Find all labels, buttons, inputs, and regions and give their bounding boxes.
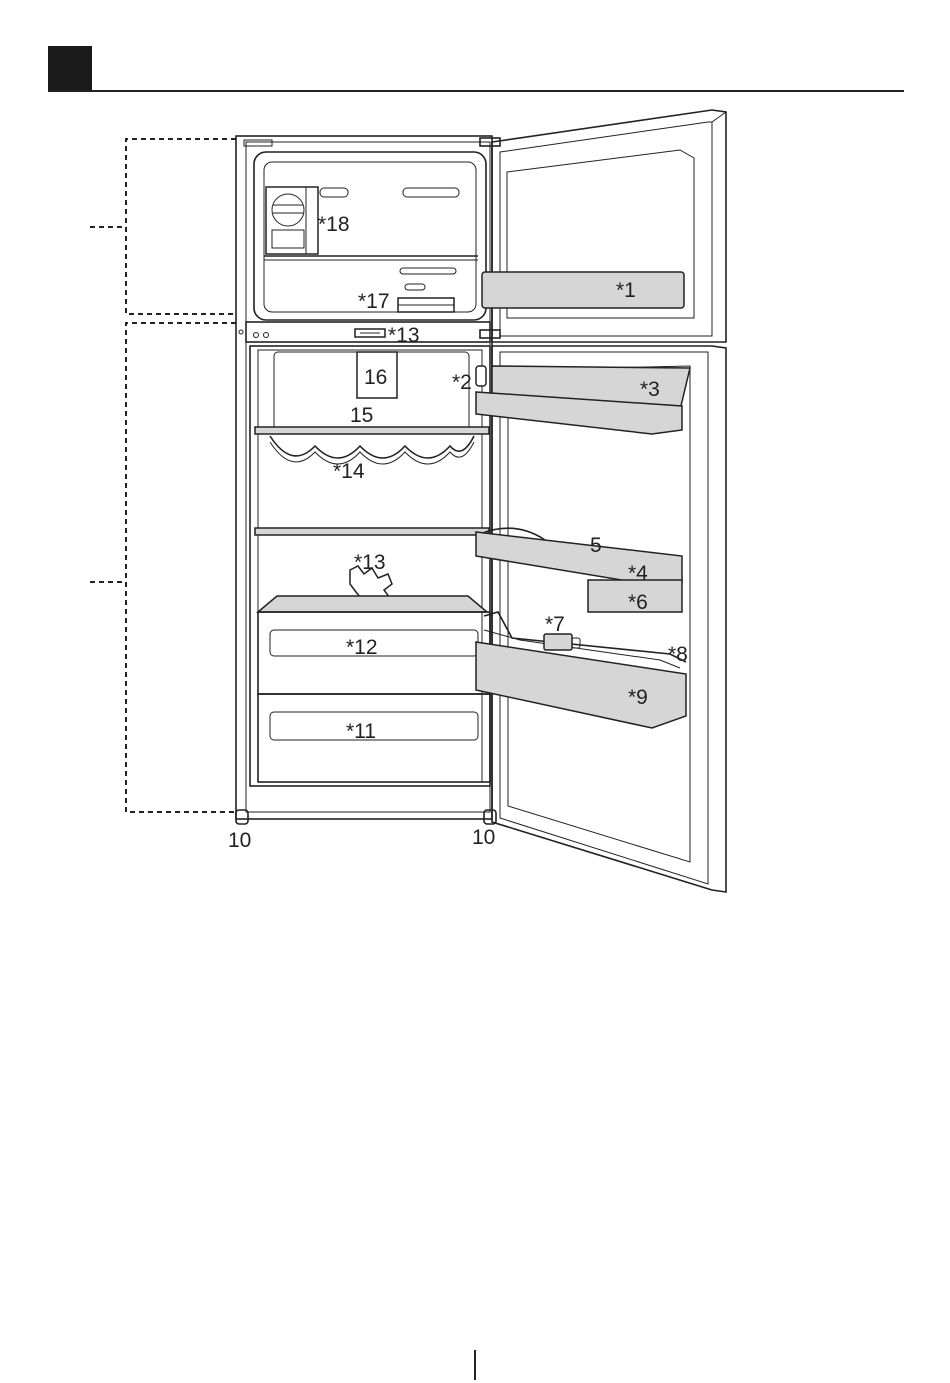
label-15: 15 xyxy=(350,404,373,427)
fridge-bracket xyxy=(90,323,236,812)
label-12: *12 xyxy=(346,636,378,659)
label-7: *7 xyxy=(545,613,565,636)
freezer-light-cover xyxy=(398,298,454,312)
label-13-bottom: *13 xyxy=(354,551,386,574)
label-17: *17 xyxy=(358,290,390,313)
label-2: *2 xyxy=(452,371,472,394)
freezer-bracket xyxy=(90,139,236,314)
label-10-right: 10 xyxy=(472,826,495,849)
glass-shelf xyxy=(255,528,489,535)
label-3: *3 xyxy=(640,378,660,401)
label-14: *14 xyxy=(333,460,365,483)
label-10-left: 10 xyxy=(228,829,251,852)
label-4: *4 xyxy=(628,562,648,585)
label-1: *1 xyxy=(616,279,636,302)
label-16: 16 xyxy=(364,366,387,389)
label-18: *18 xyxy=(318,213,350,236)
section-header-block xyxy=(48,46,92,91)
glass-shelf-wine-rack xyxy=(255,427,489,464)
label-6: *6 xyxy=(628,591,648,614)
freezer-door-shelf xyxy=(482,272,684,308)
crisper-cover xyxy=(258,596,487,612)
control-strip xyxy=(246,322,490,342)
label-5: 5 xyxy=(590,534,602,557)
label-13-top: *13 xyxy=(388,324,420,347)
door-light-switch xyxy=(476,366,486,386)
ice-maker xyxy=(266,187,318,254)
label-8: *8 xyxy=(668,643,688,666)
label-11: *11 xyxy=(346,720,376,743)
label-9: *9 xyxy=(628,686,648,709)
door-bin-middle xyxy=(476,528,682,585)
